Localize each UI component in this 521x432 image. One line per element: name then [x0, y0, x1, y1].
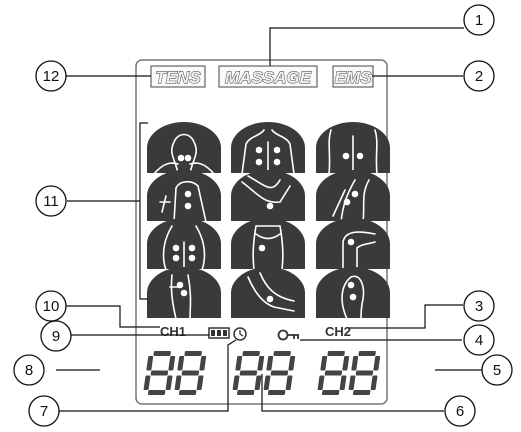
- battery-icon: [208, 327, 230, 339]
- ch2-label: CH2: [325, 324, 351, 339]
- callout-3: 3: [463, 290, 495, 322]
- callout-number: 10: [43, 298, 60, 315]
- knee-icon: [316, 218, 390, 271]
- ankle-icon: [231, 267, 305, 318]
- timer-display: [232, 351, 296, 395]
- buttocks-icon: [147, 218, 221, 271]
- callout-number: 5: [493, 362, 501, 379]
- ems-label: EMS: [332, 65, 374, 88]
- callout-number: 6: [456, 403, 464, 420]
- thigh-icon: [231, 218, 305, 271]
- tens-text: TENS: [155, 68, 201, 87]
- body-part-grid: [147, 122, 390, 320]
- callout-number: 4: [475, 332, 483, 349]
- center-digit-1: [232, 351, 265, 395]
- ch2-intensity-display: [317, 351, 381, 395]
- shoulder-arm-icon: [147, 170, 221, 223]
- calf-icon: [147, 267, 221, 320]
- timer-icon: [233, 327, 247, 341]
- leader-lines: [56, 27, 482, 412]
- callout-number: 7: [40, 403, 48, 420]
- elbow-icon: [231, 170, 305, 221]
- callout-number: 1: [475, 12, 483, 29]
- callout-number: 9: [52, 328, 60, 345]
- massage-text: MASSAGE: [225, 68, 312, 87]
- ems-text: EMS: [335, 68, 373, 87]
- callout-1: 1: [463, 4, 495, 36]
- callout-11: 11: [35, 185, 67, 217]
- left-digit-1: [143, 351, 176, 395]
- callout-number: 8: [25, 362, 33, 379]
- callout-10: 10: [35, 290, 67, 322]
- tens-label: TENS: [150, 65, 206, 88]
- left-digit-2: [174, 351, 207, 395]
- key-lock-icon: [277, 329, 299, 341]
- right-digit-1: [317, 351, 350, 395]
- massage-label: MASSAGE: [218, 65, 318, 88]
- callout-6: 6: [444, 395, 476, 427]
- upper-back-icon: [231, 122, 305, 175]
- callout-7: 7: [28, 395, 60, 427]
- right-digit-2: [348, 351, 381, 395]
- ch1-label: CH1: [160, 324, 186, 339]
- arm-icon: [316, 170, 390, 223]
- callout-5: 5: [481, 354, 513, 386]
- callout-4: 4: [463, 324, 495, 356]
- sole-icon: [316, 267, 390, 320]
- callout-8: 8: [13, 354, 45, 386]
- lower-back-icon: [316, 122, 390, 175]
- neck-icon: [147, 122, 221, 175]
- callout-9: 9: [40, 320, 72, 352]
- callout-number: 2: [475, 68, 483, 85]
- callout-number: 3: [475, 298, 483, 315]
- center-digit-2: [263, 351, 296, 395]
- callout-12: 12: [35, 60, 67, 92]
- callout-number: 11: [43, 193, 59, 210]
- ch1-intensity-display: [143, 351, 207, 395]
- callout-2: 2: [463, 60, 495, 92]
- callout-number: 12: [43, 68, 60, 85]
